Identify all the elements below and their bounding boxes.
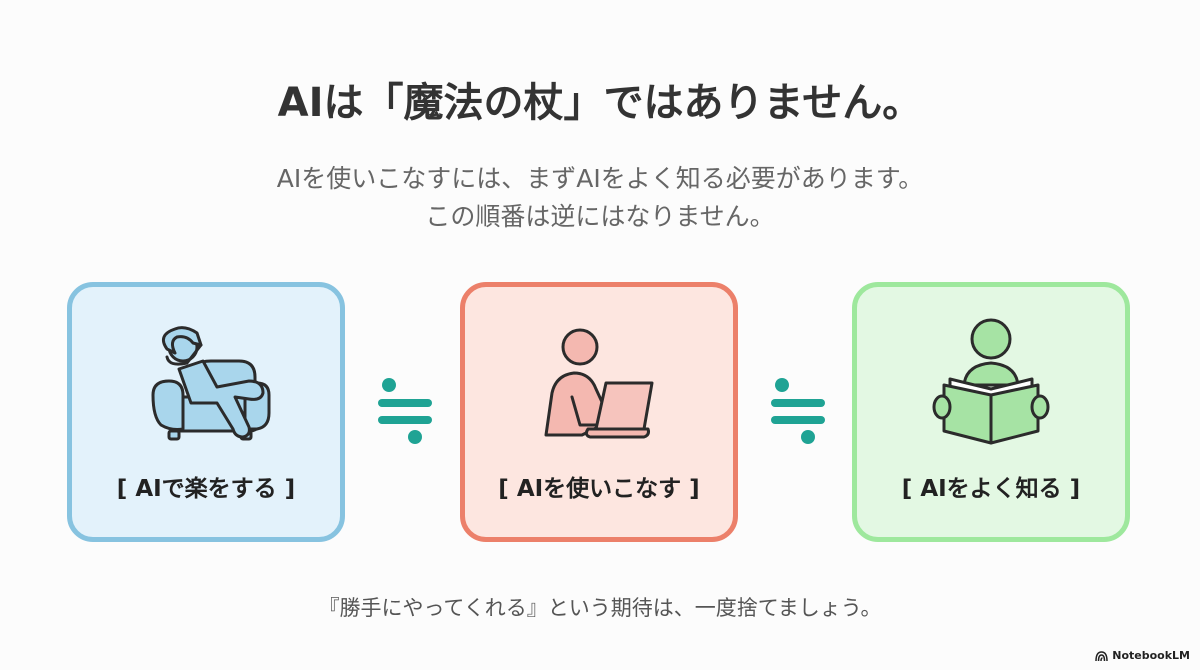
- approximately-equal-icon: [374, 378, 434, 444]
- brand-logo: NotebookLM: [1095, 649, 1190, 662]
- card-ai-know: [ AIをよく知る ]: [852, 282, 1130, 542]
- relaxing-on-sofa-icon: [151, 326, 271, 441]
- notebooklm-logo-icon: [1095, 650, 1108, 661]
- subtitle-line-2: この順番は逆にはなりません。: [425, 202, 775, 231]
- card-ai-use: [ AIを使いこなす ]: [460, 282, 738, 542]
- approximately-equal-icon: [767, 378, 827, 444]
- slide-subtitle: AIを使いこなすには、まずAIをよく知る必要があります。 この順番は逆にはなりま…: [0, 160, 1200, 236]
- card-label: [ AIをよく知る ]: [901, 476, 1081, 502]
- footer-message: 『勝手にやってくれる』という期待は、一度捨てましょう。: [318, 596, 882, 620]
- person-at-laptop-icon: [544, 328, 654, 439]
- card-ai-relax: [ AIで楽をする ]: [67, 282, 345, 542]
- slide-title: AIは「魔法の杖」ではありません。: [277, 80, 923, 126]
- brand-name: NotebookLM: [1112, 649, 1190, 662]
- person-reading-book-icon: [932, 318, 1050, 445]
- card-label: [ AIで楽をする ]: [116, 476, 296, 502]
- subtitle-line-1: AIを使いこなすには、まずAIをよく知る必要があります。: [276, 164, 924, 193]
- card-label: [ AIを使いこなす ]: [498, 476, 700, 502]
